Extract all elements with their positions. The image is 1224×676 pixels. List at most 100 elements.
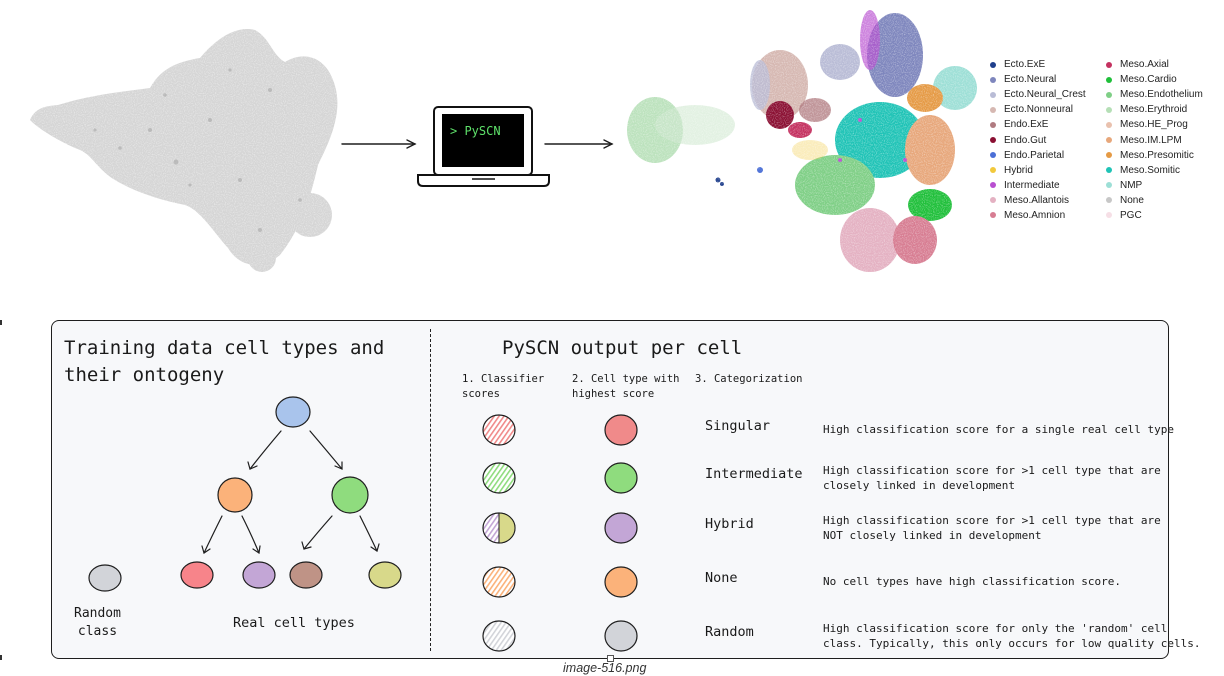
category-description: High classification score for >1 cell ty… — [823, 514, 1161, 542]
random-class-node — [88, 564, 122, 592]
legend-item: NMP — [1106, 178, 1224, 193]
legend-label: Ecto.Neural_Crest — [1004, 89, 1086, 101]
random-class-label: Random class — [74, 606, 121, 639]
legend-swatch — [1106, 212, 1112, 219]
tree-leaf-node — [289, 561, 323, 589]
legend-label: PGC — [1120, 209, 1142, 221]
legend-swatch — [1106, 106, 1112, 113]
legend-label: Ecto.ExE — [1004, 59, 1046, 71]
legend-swatch — [990, 137, 996, 144]
legend-label: Intermediate — [1004, 179, 1060, 191]
legend-label: Meso.HE_Prog — [1120, 119, 1188, 131]
classifier-score-circle — [482, 620, 516, 652]
legend-item: Meso.Amnion — [990, 208, 1104, 223]
legend-swatch — [1106, 137, 1112, 144]
legend-item: Meso.Endothelium — [1106, 87, 1224, 102]
category-label: Hybrid — [705, 516, 754, 532]
image-filename: image-516.png — [563, 661, 647, 675]
category-description: High classification score for >1 cell ty… — [823, 464, 1161, 492]
classifier-score-circle — [482, 462, 516, 494]
arrow-to-laptop — [341, 139, 417, 149]
legend-item: PGC — [1106, 208, 1224, 223]
legend-swatch — [1106, 91, 1112, 98]
legend-label: Meso.Erythroid — [1120, 104, 1188, 116]
legend-item: Meso.Axial — [1106, 57, 1224, 72]
category-description: High classification score for a single r… — [823, 423, 1174, 436]
category-label: None — [705, 570, 738, 586]
legend-swatch — [990, 91, 996, 98]
legend-item: None — [1106, 193, 1224, 208]
legend-label: Ecto.Neural — [1004, 74, 1057, 86]
legend-swatch — [990, 152, 996, 159]
col-highest-score: 2. Cell type with highest score — [572, 373, 680, 400]
tree-root-node — [275, 396, 311, 428]
hybrid-second-type-fill — [498, 512, 516, 544]
legend-label: Meso.Axial — [1120, 59, 1169, 71]
highest-score-circle — [604, 620, 638, 652]
laptop-icon: > PySCN — [417, 106, 550, 187]
classifier-score-circle — [482, 566, 516, 598]
legend-item: Meso.Cardio — [1106, 72, 1224, 87]
legend-label: Ecto.Nonneural — [1004, 104, 1073, 116]
legend-item: Ecto.Neural — [990, 72, 1104, 87]
category-description: No cell types have high classification s… — [823, 575, 1122, 588]
col-categorization: 3. Categorization — [695, 373, 803, 385]
legend-swatch — [1106, 167, 1112, 174]
legend-label: Meso.Cardio — [1120, 74, 1177, 86]
colored-umap-plot — [620, 10, 980, 290]
legend-item: Endo.ExE — [990, 117, 1104, 132]
legend-label: NMP — [1120, 179, 1143, 191]
legend-item: Endo.Parietal — [990, 148, 1104, 163]
legend-swatch — [990, 182, 996, 189]
tree-node-right — [331, 476, 369, 514]
legend-item: Meso.Somitic — [1106, 163, 1224, 178]
legend-label: Hybrid — [1004, 164, 1033, 176]
tree-leaf-node — [180, 561, 214, 589]
legend-swatch — [990, 106, 996, 113]
output-title: PySCN output per cell — [502, 337, 743, 359]
output-row-circles — [482, 414, 638, 652]
tree-node-left — [217, 477, 253, 513]
classifier-score-circle — [482, 414, 516, 446]
legend-label: Endo.Gut — [1004, 134, 1047, 146]
category-description: High classification score for only the '… — [823, 622, 1201, 650]
legend-swatch — [990, 197, 996, 204]
legend-label: Meso.Presomitic — [1120, 149, 1194, 161]
panel-drawing — [88, 396, 638, 652]
tree-leaf-node — [242, 561, 276, 589]
legend-item: Endo.Gut — [990, 132, 1104, 147]
training-title: Training data cell types and their ontog… — [64, 337, 385, 386]
legend-label: Meso.Allantois — [1004, 194, 1070, 206]
ontogeny-tree-edges — [201, 430, 380, 555]
legend-item: Intermediate — [990, 178, 1104, 193]
resize-handle[interactable] — [607, 655, 614, 662]
legend-swatch — [1106, 182, 1112, 189]
category-label: Intermediate — [705, 466, 803, 482]
highest-score-circle — [604, 512, 638, 544]
legend-item: Meso.IM.LPM — [1106, 132, 1224, 147]
legend-swatch — [1106, 121, 1112, 128]
legend-swatch — [990, 121, 996, 128]
legend-label: Meso.IM.LPM — [1120, 134, 1182, 146]
legend-swatch — [990, 76, 996, 83]
category-label: Singular — [705, 418, 771, 434]
legend-label: Meso.Endothelium — [1120, 89, 1203, 101]
highest-score-circle — [604, 462, 638, 494]
explanation-panel: Training data cell types and their ontog… — [51, 320, 1201, 659]
legend-item: Meso.HE_Prog — [1106, 117, 1224, 132]
legend-swatch — [990, 167, 996, 174]
legend-swatch — [1106, 197, 1112, 204]
legend-swatch — [1106, 61, 1112, 68]
highest-score-circle — [604, 414, 638, 446]
legend-item: Ecto.ExE — [990, 57, 1104, 72]
legend-label: None — [1120, 194, 1144, 206]
ontogeny-tree-nodes — [88, 396, 402, 592]
edge-marker — [0, 320, 2, 325]
legend-label: Endo.Parietal — [1004, 149, 1065, 161]
panel-divider — [430, 329, 431, 651]
legend-item: Meso.Presomitic — [1106, 148, 1224, 163]
edge-marker — [0, 655, 2, 660]
legend-swatch — [1106, 76, 1112, 83]
tree-leaf-node — [368, 561, 402, 589]
category-label: Random — [705, 624, 754, 640]
